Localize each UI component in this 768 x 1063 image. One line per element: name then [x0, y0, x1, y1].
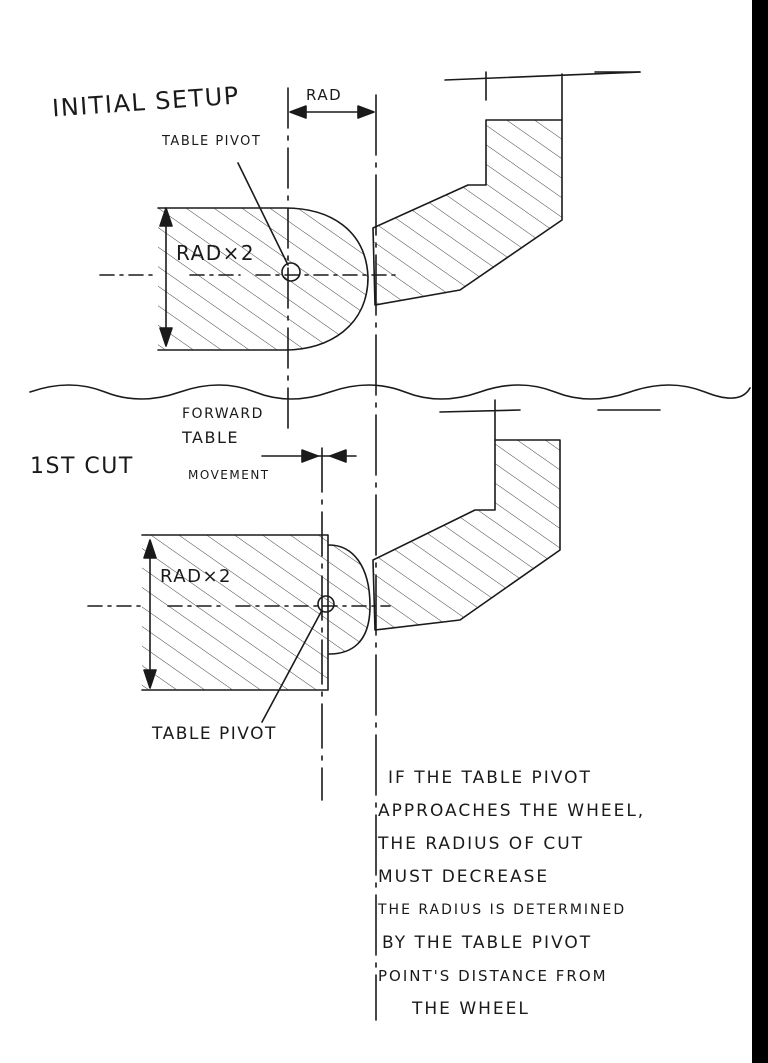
note-line: MUST DECREASE	[378, 867, 550, 887]
grinding-wheel-top	[372, 119, 563, 306]
rad-x2-label-top: RAD×2	[176, 241, 256, 265]
first-cut-label: 1ST CUT	[30, 454, 134, 479]
arrowhead	[289, 105, 307, 119]
table-label: TABLE	[182, 428, 239, 447]
scan-edge-bar	[752, 0, 768, 1063]
table-pivot-bottom	[317, 595, 335, 613]
arrowhead	[357, 105, 375, 119]
note-line: POINT'S DISTANCE FROM	[378, 967, 608, 985]
note-line: BY THE TABLE PIVOT	[382, 933, 593, 953]
break-line	[29, 384, 751, 400]
arrowhead	[143, 669, 157, 689]
arrowhead	[159, 327, 173, 347]
note-line: THE WHEEL	[412, 999, 530, 1019]
note-line: THE RADIUS OF CUT	[378, 834, 585, 854]
arrowhead	[329, 449, 347, 463]
workpiece-first-cut	[141, 534, 329, 691]
movement-label: MOVEMENT	[188, 468, 270, 482]
pivot-leader-bottom	[261, 611, 322, 723]
forward-label: FORWARD	[182, 406, 264, 422]
grinding-wheel-bottom	[372, 439, 561, 631]
arrowhead	[159, 207, 173, 227]
workpiece-initial	[157, 207, 369, 351]
note-line: THE RADIUS IS DETERMINED	[378, 902, 627, 918]
table-pivot-label-top: TABLE PIVOT	[162, 134, 262, 149]
pivot-leader-top	[237, 162, 289, 266]
explanatory-note: IF THE TABLE PIVOT APPROACHES THE WHEEL,…	[378, 762, 738, 1026]
note-line: APPROACHES THE WHEEL,	[378, 801, 646, 821]
table-pivot-top	[281, 262, 301, 282]
arrowhead	[301, 449, 319, 463]
workpiece-rounded-tip	[328, 544, 371, 655]
note-line: IF THE TABLE PIVOT	[388, 768, 592, 788]
rad-label: RAD	[306, 86, 343, 104]
rad-x2-label-bottom: RAD×2	[160, 566, 232, 587]
table-pivot-label-bottom: TABLE PIVOT	[152, 724, 277, 744]
arrowhead	[143, 539, 157, 559]
